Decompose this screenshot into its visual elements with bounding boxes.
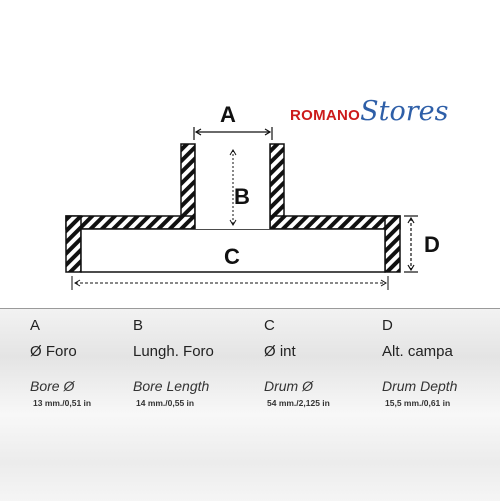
spec-label-italian: Alt. campa xyxy=(382,343,453,360)
flange-right xyxy=(269,215,401,230)
specification-panel: A Ø Foro Bore Ø 13 mm./0,51 in B Lungh. … xyxy=(0,308,500,501)
spec-value: 14 mm./0,55 in xyxy=(136,398,195,408)
dimension-line-b xyxy=(229,149,237,226)
logo-romano-text: ROMANO xyxy=(290,107,361,124)
hub-right-wall xyxy=(269,143,285,223)
spec-label-english: Bore Ø xyxy=(30,378,75,394)
brand-logo: ROMANOStores xyxy=(290,96,448,136)
flange-left xyxy=(65,215,196,230)
drum-cavity-outline xyxy=(80,228,386,273)
spec-label-italian: Ø Foro xyxy=(30,343,77,360)
dimension-label-a: A xyxy=(220,102,236,127)
logo-stores-text: Stores xyxy=(360,96,449,127)
spec-value: 15,5 mm./0,61 in xyxy=(385,398,451,408)
spec-value: 54 mm./2,125 in xyxy=(267,398,330,408)
dimension-line-d xyxy=(404,215,418,273)
spec-value: 13 mm./0,51 in xyxy=(33,398,92,408)
dimension-line-c xyxy=(71,276,389,290)
spec-label-english: Bore Length xyxy=(133,378,210,394)
spec-letter: A xyxy=(30,317,41,334)
spec-letter: B xyxy=(133,317,144,334)
spec-letter: C xyxy=(264,317,275,334)
spec-label-italian: Lungh. Foro xyxy=(133,343,214,360)
spec-label-english: Drum Depth xyxy=(382,378,458,394)
spec-label-english: Drum Ø xyxy=(264,378,313,394)
drum-cross-section-diagram xyxy=(65,127,418,290)
spec-letter: D xyxy=(382,317,393,334)
hub-left-wall xyxy=(180,143,196,223)
drum-right-wall xyxy=(384,215,401,273)
spec-label-italian: Ø int xyxy=(264,343,296,360)
spec-column-a: A Ø Foro Bore Ø 13 mm./0,51 in xyxy=(30,309,155,439)
dimension-label-b: B xyxy=(234,184,250,209)
spec-column-d: D Alt. campa Drum Depth 15,5 mm./0,61 in xyxy=(382,309,500,439)
spec-column-c: C Ø int Drum Ø 54 mm./2,125 in xyxy=(264,309,389,439)
dimension-line-a xyxy=(193,127,273,140)
drum-diagram-area: A B C D ROMANOStores xyxy=(65,96,449,290)
dimension-label-c: C xyxy=(224,244,240,269)
spec-column-b: B Lungh. Foro Bore Length 14 mm./0,55 in xyxy=(133,309,258,439)
dimension-label-d: D xyxy=(424,232,440,257)
drum-left-wall xyxy=(65,215,82,273)
